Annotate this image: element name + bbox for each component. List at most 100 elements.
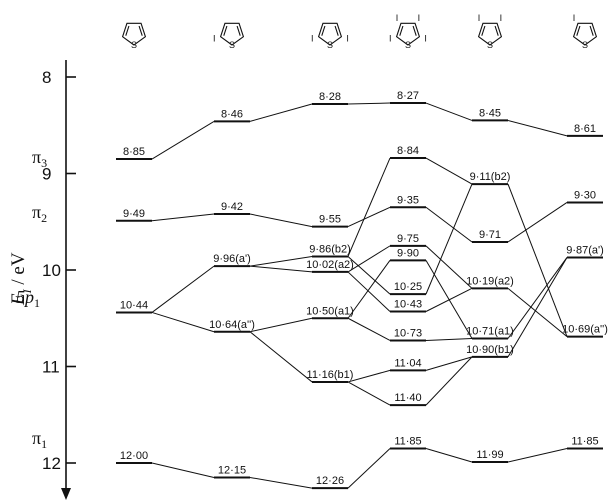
correlation-line — [347, 260, 391, 319]
axis-arrow-icon — [61, 488, 71, 500]
energy-levels — [116, 102, 603, 490]
level-value-label: 9·71 — [479, 229, 501, 241]
correlation-line — [425, 356, 473, 406]
level-value-label: 10·69(a'') — [562, 324, 608, 336]
level-value-label: 12·26 — [316, 475, 344, 487]
correlation-line — [507, 287, 568, 337]
correlation-line — [151, 311, 215, 333]
correlation-line — [425, 206, 473, 243]
thiophene-molecule-icon: SI — [213, 22, 245, 50]
correlation-line — [151, 462, 215, 478]
level-value-label: 9·35 — [397, 194, 419, 206]
level-value-label: 10·64(a'') — [209, 319, 255, 331]
level-value-label: 10·19(a2) — [466, 275, 514, 287]
level-value-label: 9·49 — [123, 208, 145, 220]
thiophene-molecule-icon: SI — [573, 13, 598, 50]
correlation-line — [347, 448, 391, 489]
correlation-line — [347, 369, 391, 383]
level-value-label: 9·75 — [397, 233, 419, 245]
sulfur-atom-label: S — [229, 40, 235, 50]
correlation-line — [249, 213, 313, 228]
orbital-label-pi3: π3 — [32, 147, 47, 170]
axis-tick-label: 10 — [42, 261, 61, 280]
correlation-line — [425, 245, 473, 289]
correlation-line — [347, 317, 391, 341]
correlation-line — [249, 265, 313, 273]
level-value-label: 10·71(a1) — [466, 326, 514, 338]
axis-ticks: 8 9 10 11 12 — [42, 68, 76, 473]
level-value-label: 10·02(a2) — [306, 259, 354, 271]
level-value-label: 11·16(b1) — [307, 369, 354, 381]
level-value-label: 11·99 — [476, 449, 503, 461]
level-value-label: 11·40 — [394, 392, 421, 404]
iodine-atom-label: I — [500, 13, 503, 23]
sulfur-atom-label: S — [405, 40, 411, 50]
axis-label: EI / eV — [8, 252, 34, 306]
correlation-line — [249, 331, 313, 383]
iodine-atom-label: I — [389, 34, 392, 44]
correlation-line — [507, 202, 568, 243]
iodine-atom-label: I — [213, 34, 216, 44]
level-value-label: 9·87(a') — [566, 244, 604, 256]
correlation-line — [249, 255, 313, 267]
orbital-label-pi1: π1 — [32, 428, 47, 451]
level-value-label: 9·30 — [574, 189, 596, 201]
level-value-label: 11·04 — [394, 357, 421, 369]
iodine-atom-label: I — [573, 13, 576, 23]
thiophene-molecule-icon: S — [121, 22, 147, 50]
iodine-atom-label: I — [311, 34, 314, 44]
axis-tick-label: 8 — [42, 68, 51, 87]
correlation-lines — [151, 102, 568, 489]
thiophene-molecule-icon: S I I I I — [389, 13, 427, 50]
orbital-label-pi2: π2 — [32, 202, 47, 225]
level-value-label: 9·11(b2) — [470, 171, 511, 183]
level-value-label: 10·25 — [394, 281, 422, 293]
level-value-label: 9·90 — [397, 247, 419, 259]
axis-tick-label: 9 — [42, 165, 51, 184]
level-value-label: 8·27 — [397, 90, 419, 102]
level-value-label: 11·85 — [394, 436, 421, 448]
correlation-line — [347, 157, 391, 257]
level-value-label: 9·42 — [221, 201, 243, 213]
correlation-line — [425, 356, 473, 371]
correlation-line — [507, 448, 568, 463]
level-value-label: 8·46 — [221, 108, 243, 120]
axis-tick-label: 12 — [42, 454, 61, 473]
axis-tick-label: 11 — [42, 358, 60, 377]
iodine-atom-label: I — [346, 34, 349, 44]
iodine-atom-label: I — [418, 13, 421, 23]
correlation-line — [507, 257, 568, 358]
level-value-labels: 8·859·4910·4412·008·469·429·96(a')10·64(… — [120, 90, 608, 487]
level-value-label: 8·28 — [319, 91, 341, 103]
axis-label-symbol: E — [8, 293, 29, 306]
sulfur-atom-label: S — [131, 40, 137, 50]
orbital-label-5p1: 5p1 — [16, 287, 40, 310]
correlation-line — [347, 102, 391, 105]
correlation-line — [347, 271, 391, 312]
axis-label-subscript: I — [20, 288, 34, 294]
correlation-line — [425, 338, 473, 341]
level-value-label: 8·84 — [397, 145, 419, 157]
correlation-line — [347, 256, 391, 295]
correlation-line — [249, 103, 313, 122]
level-value-label: 12·00 — [120, 450, 148, 462]
iodine-atom-label: I — [478, 13, 481, 23]
level-value-label: 10·50(a1) — [306, 305, 354, 317]
level-value-label: 10·43 — [394, 298, 422, 310]
correlation-line — [347, 245, 391, 273]
correlation-line — [249, 476, 313, 489]
correlation-line — [507, 257, 568, 339]
iodine-atom-label: I — [396, 13, 399, 23]
correlation-line — [151, 120, 215, 160]
level-value-label: 10·73 — [394, 327, 422, 339]
level-value-label: 12·15 — [218, 464, 246, 476]
level-value-label: 10·44 — [120, 299, 148, 311]
correlation-line — [425, 157, 473, 185]
correlation-line — [425, 448, 473, 463]
correlation-line — [425, 260, 473, 339]
level-value-label: 11·85 — [571, 436, 598, 448]
level-value-label: 8·61 — [574, 123, 596, 135]
correlation-line — [347, 206, 391, 228]
iodine-atom-label: I — [424, 34, 427, 44]
